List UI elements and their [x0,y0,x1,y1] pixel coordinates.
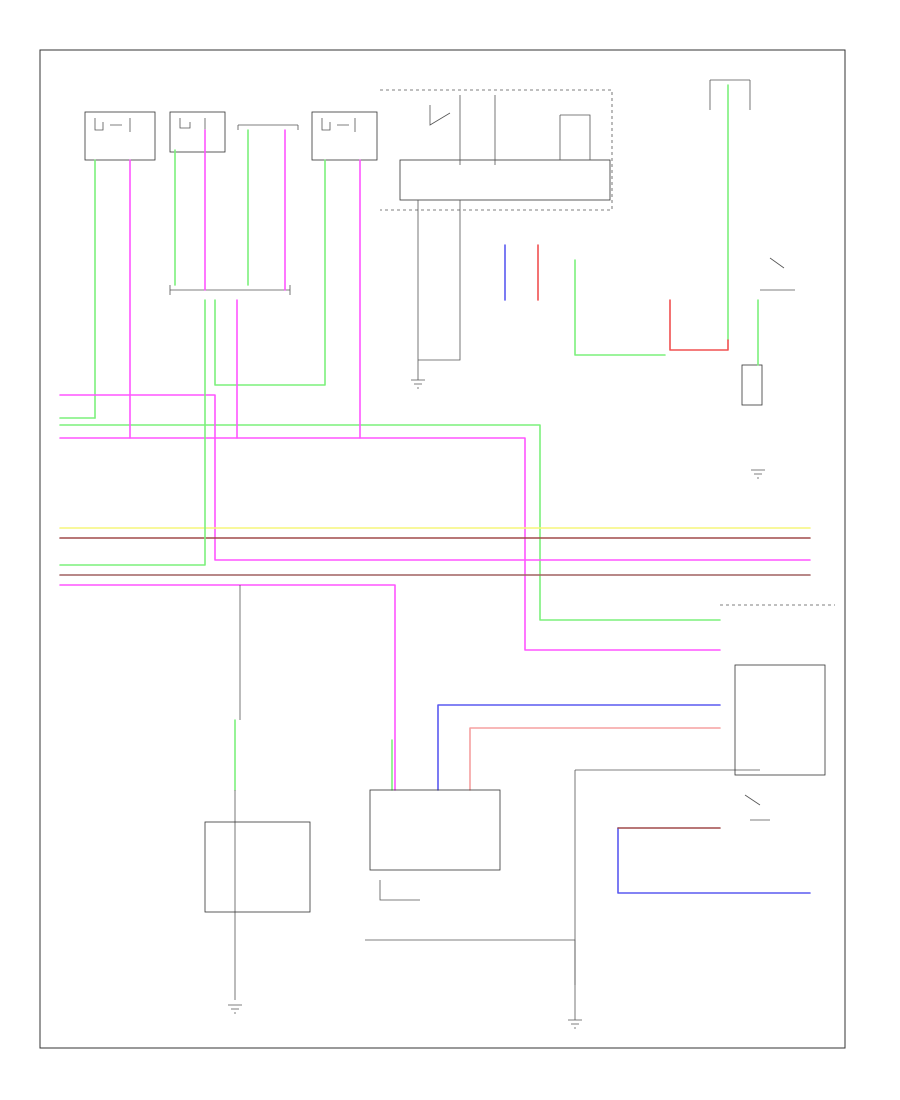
switch-module-outline [380,89,613,211]
top-connector-4 [311,111,378,161]
pink-wire-lower [469,727,721,791]
grounds [228,379,765,1029]
green-wires [59,84,759,791]
lower-modules [204,604,835,913]
top-connector-1 [84,111,156,161]
diagram-border [39,49,846,1049]
switch-contact-2 [559,114,591,160]
signal-wires [437,244,811,894]
blue-wire-right [617,827,811,894]
relay-symbol-2 [179,118,206,130]
green-wire-9 [574,259,666,356]
top-connector-3 [237,124,299,130]
switch-contact [429,95,496,165]
relay-symbol-1 [94,118,131,132]
gray-wire-8 [379,880,420,901]
right-mid-module [741,364,763,406]
magenta-wire-8 [59,584,396,791]
green-wire-5 [59,424,721,621]
blue-wire-lower [437,704,721,791]
relay-symbol-4 [321,118,356,132]
right-lower-module [734,664,826,776]
ground-right [751,469,765,479]
bottom-center-module [369,789,501,871]
green-bus-2 [59,299,206,566]
switch-module [380,89,613,211]
top-connector-group [84,111,378,161]
gray-wire-2 [418,200,461,361]
gray-wire-7 [365,939,576,985]
red-wire-right [669,299,729,351]
magenta-wire-6 [59,437,721,651]
right-switch-contact [760,257,795,291]
right-fuse-bracket [709,79,751,110]
magenta-wire-7 [59,394,811,561]
ground-center [411,379,425,389]
ground-bottom [568,1019,582,1029]
bus-lines [59,299,811,576]
right-lower-switch [744,794,770,821]
switch-module-box [399,159,611,201]
gray-wires [234,200,760,1020]
junction-bar-upper [169,285,291,295]
ground-left [228,1004,242,1014]
top-connector-2 [169,111,226,153]
magenta-wires [59,129,811,791]
right-fuse-group [709,79,795,291]
green-wire-4 [214,159,326,386]
bottom-left-module [204,821,311,913]
